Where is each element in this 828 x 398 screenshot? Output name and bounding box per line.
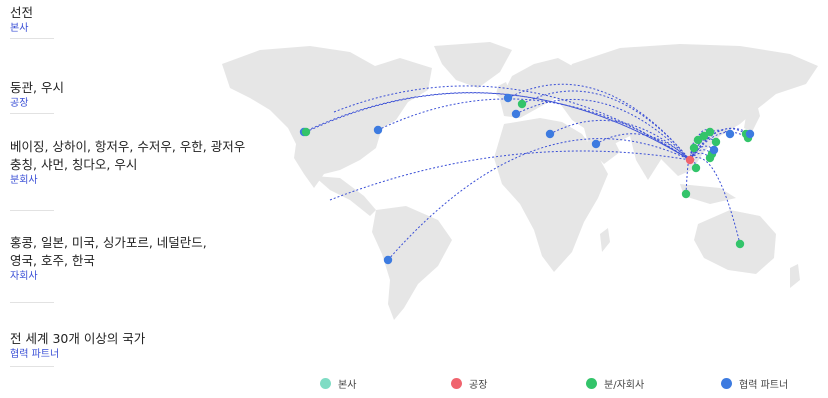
legend-label-partner: 협력 파트너: [739, 379, 789, 391]
location-marker: [545, 129, 555, 139]
location-partner-type: 협력 파트너: [10, 349, 60, 360]
location-sidebar: 선전 본사 둥관, 우시 공장 베이징, 상하이, 항저우, 수저우, 우한, …: [0, 0, 300, 398]
location-marker: [705, 153, 715, 163]
location-marker: [691, 163, 701, 173]
location-marker: [689, 143, 699, 153]
location-factory: 둥관, 우시 공장: [10, 79, 64, 110]
location-factory-names: 둥관, 우시: [10, 80, 64, 95]
location-marker: [373, 125, 383, 135]
legend-dot-factory: [451, 377, 462, 389]
divider: [10, 302, 54, 303]
location-marker: [709, 145, 719, 155]
legend-dot-hq: [320, 377, 331, 389]
location-subsidiary-names-1: 홍콩, 일본, 미국, 싱가포르, 네덜란드,: [10, 235, 207, 250]
location-marker: [705, 127, 715, 137]
location-marker: [681, 189, 691, 199]
route-arc: [377, 98, 691, 161]
route-arc: [595, 133, 691, 161]
route-arc: [333, 85, 691, 161]
location-marker: [591, 139, 601, 149]
route-arc: [515, 98, 691, 161]
route-arc: [685, 158, 691, 195]
route-arc: [303, 92, 691, 161]
legend-label-branch: 분/자회사: [604, 379, 645, 391]
location-branch-type: 분회사: [10, 175, 38, 186]
location-marker: [693, 135, 703, 145]
location-subsidiary-type: 자회사: [10, 271, 38, 282]
legend-item-factory: 공장: [451, 372, 487, 394]
location-marker: [735, 239, 745, 249]
route-arc: [549, 119, 691, 161]
location-marker: [503, 93, 513, 103]
location-factory-type: 공장: [10, 98, 29, 109]
location-marker: [725, 129, 735, 139]
location-subsidiary-names-2: 영국, 호주, 한국: [10, 253, 95, 268]
location-subsidiary: 홍콩, 일본, 미국, 싱가포르, 네덜란드, 영국, 호주, 한국 자회사: [10, 234, 207, 283]
world-map-land: [222, 42, 818, 320]
divider: [10, 113, 54, 114]
route-arc: [689, 145, 715, 161]
divider: [10, 366, 54, 367]
route-arc: [507, 83, 691, 161]
location-marker: [301, 127, 311, 137]
location-marker: [685, 155, 695, 165]
location-marker: [383, 255, 393, 265]
route-arc: [305, 92, 691, 161]
location-partner-names: 전 세계 30개 이상의 국가: [10, 331, 146, 346]
world-map: [222, 42, 818, 320]
legend-item-hq: 본사: [320, 372, 356, 394]
location-partner: 전 세계 30개 이상의 국가 협력 파트너: [10, 330, 145, 361]
legend-label-factory: 공장: [469, 379, 488, 391]
legend-dot-partner: [721, 377, 732, 389]
route-arc: [689, 157, 741, 245]
location-branch-names-2: 충칭, 샤먼, 칭다오, 우시: [10, 157, 138, 172]
legend-label-hq: 본사: [338, 379, 357, 391]
location-branch-names-1: 베이징, 상하이, 항저우, 수저우, 우한, 광저우: [10, 139, 246, 154]
location-marker: [699, 131, 709, 141]
location-hq: 선전 본사: [10, 4, 33, 35]
route-arc: [689, 138, 717, 161]
route-arc: [387, 138, 691, 261]
location-branch: 베이징, 상하이, 항저우, 수저우, 우한, 광저우 충칭, 샤먼, 칭다오,…: [10, 138, 245, 187]
legend-dot-branch: [586, 377, 597, 389]
location-hq-type: 본사: [10, 23, 29, 34]
location-marker: [711, 137, 721, 147]
legend-item-partner: 협력 파트너: [721, 372, 788, 394]
location-marker: [745, 129, 755, 139]
divider: [10, 38, 54, 39]
map-markers: [299, 93, 755, 265]
location-marker: [517, 99, 527, 109]
legend-item-branch: 분/자회사: [586, 372, 644, 394]
location-hq-names: 선전: [10, 5, 34, 20]
location-marker: [511, 109, 521, 119]
divider: [10, 210, 54, 211]
